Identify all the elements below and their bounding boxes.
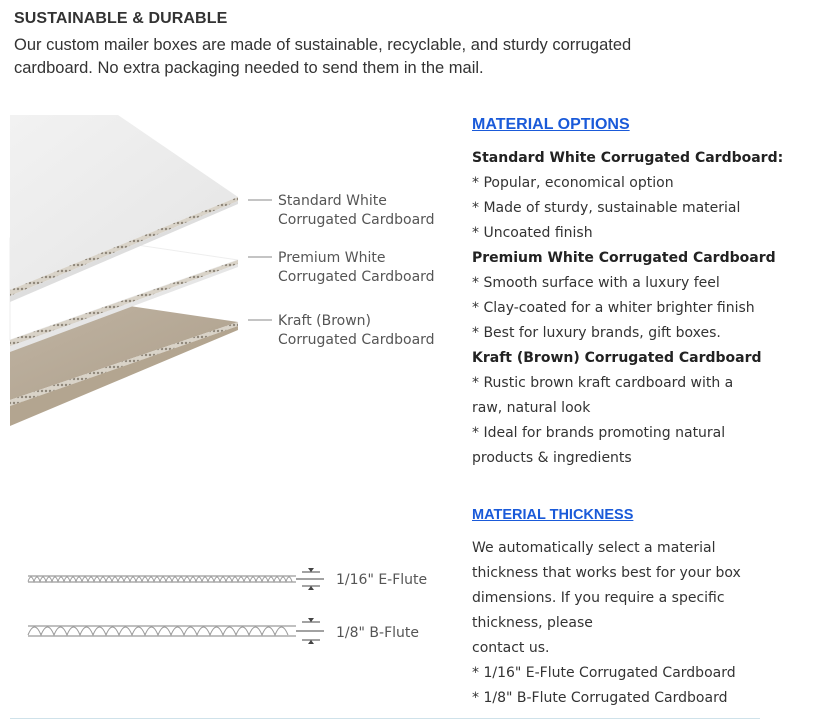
- section-heading: SUSTAINABLE & DURABLE: [14, 10, 228, 27]
- e-flute-label: 1/16" E-Flute: [336, 572, 428, 588]
- contact-text[interactable]: contact us.: [472, 640, 550, 656]
- list-item: * 1/8" B-Flute Corrugated Cardboard: [472, 690, 728, 706]
- list-item: Premium White Corrugated Cardboard: [472, 250, 776, 266]
- label-line: Standard White: [278, 193, 387, 209]
- label-line: Corrugated Cardboard: [278, 269, 435, 285]
- material-options-title[interactable]: MATERIAL OPTIONS: [472, 116, 630, 133]
- cardboard-layers-illustration: [9, 115, 272, 426]
- b-flute-label: 1/8" B-Flute: [336, 625, 419, 641]
- b-flute-diagram: [27, 618, 324, 644]
- list-item: * 1/16" E-Flute Corrugated Cardboard: [472, 665, 736, 681]
- list-item: * Uncoated finish: [472, 225, 593, 241]
- label-kraft: Kraft (Brown) Corrugated Cardboard: [278, 312, 435, 350]
- label-line: Kraft (Brown): [278, 313, 372, 329]
- list-item: * Smooth surface with a luxury feel: [472, 275, 720, 291]
- label-premium-white: Premium White Corrugated Cardboard: [278, 249, 435, 287]
- e-flute-diagram: [27, 568, 324, 590]
- list-item: * Made of sturdy, sustainable material: [472, 200, 741, 216]
- label-line: Corrugated Cardboard: [278, 332, 435, 348]
- list-item: Kraft (Brown) Corrugated Cardboard: [472, 350, 762, 366]
- intro-text: Our custom mailer boxes are made of sust…: [14, 36, 632, 77]
- label-line: Corrugated Cardboard: [278, 212, 435, 228]
- list-item: * Rustic brown kraft cardboard with a ra…: [472, 375, 734, 416]
- list-item: * Clay-coated for a whiter brighter fini…: [472, 300, 755, 316]
- list-item: * Best for luxury brands, gift boxes.: [472, 325, 721, 341]
- label-line: Premium White: [278, 250, 386, 266]
- standard-white-layer: [10, 115, 238, 302]
- material-options-list: Standard White Corrugated Cardboard: * P…: [472, 146, 784, 471]
- label-standard-white: Standard White Corrugated Cardboard: [278, 192, 435, 230]
- list-item: * Popular, economical option: [472, 175, 674, 191]
- flute-diagrams: [27, 568, 324, 644]
- thickness-description: We automatically select a material thick…: [472, 540, 741, 631]
- list-item: * Ideal for brands promoting natural pro…: [472, 425, 726, 466]
- material-thickness-list: We automatically select a material thick…: [472, 536, 772, 711]
- bottom-divider: [10, 718, 760, 719]
- material-thickness-title[interactable]: MATERIAL THICKNESS: [472, 507, 634, 523]
- list-item: Standard White Corrugated Cardboard:: [472, 150, 784, 166]
